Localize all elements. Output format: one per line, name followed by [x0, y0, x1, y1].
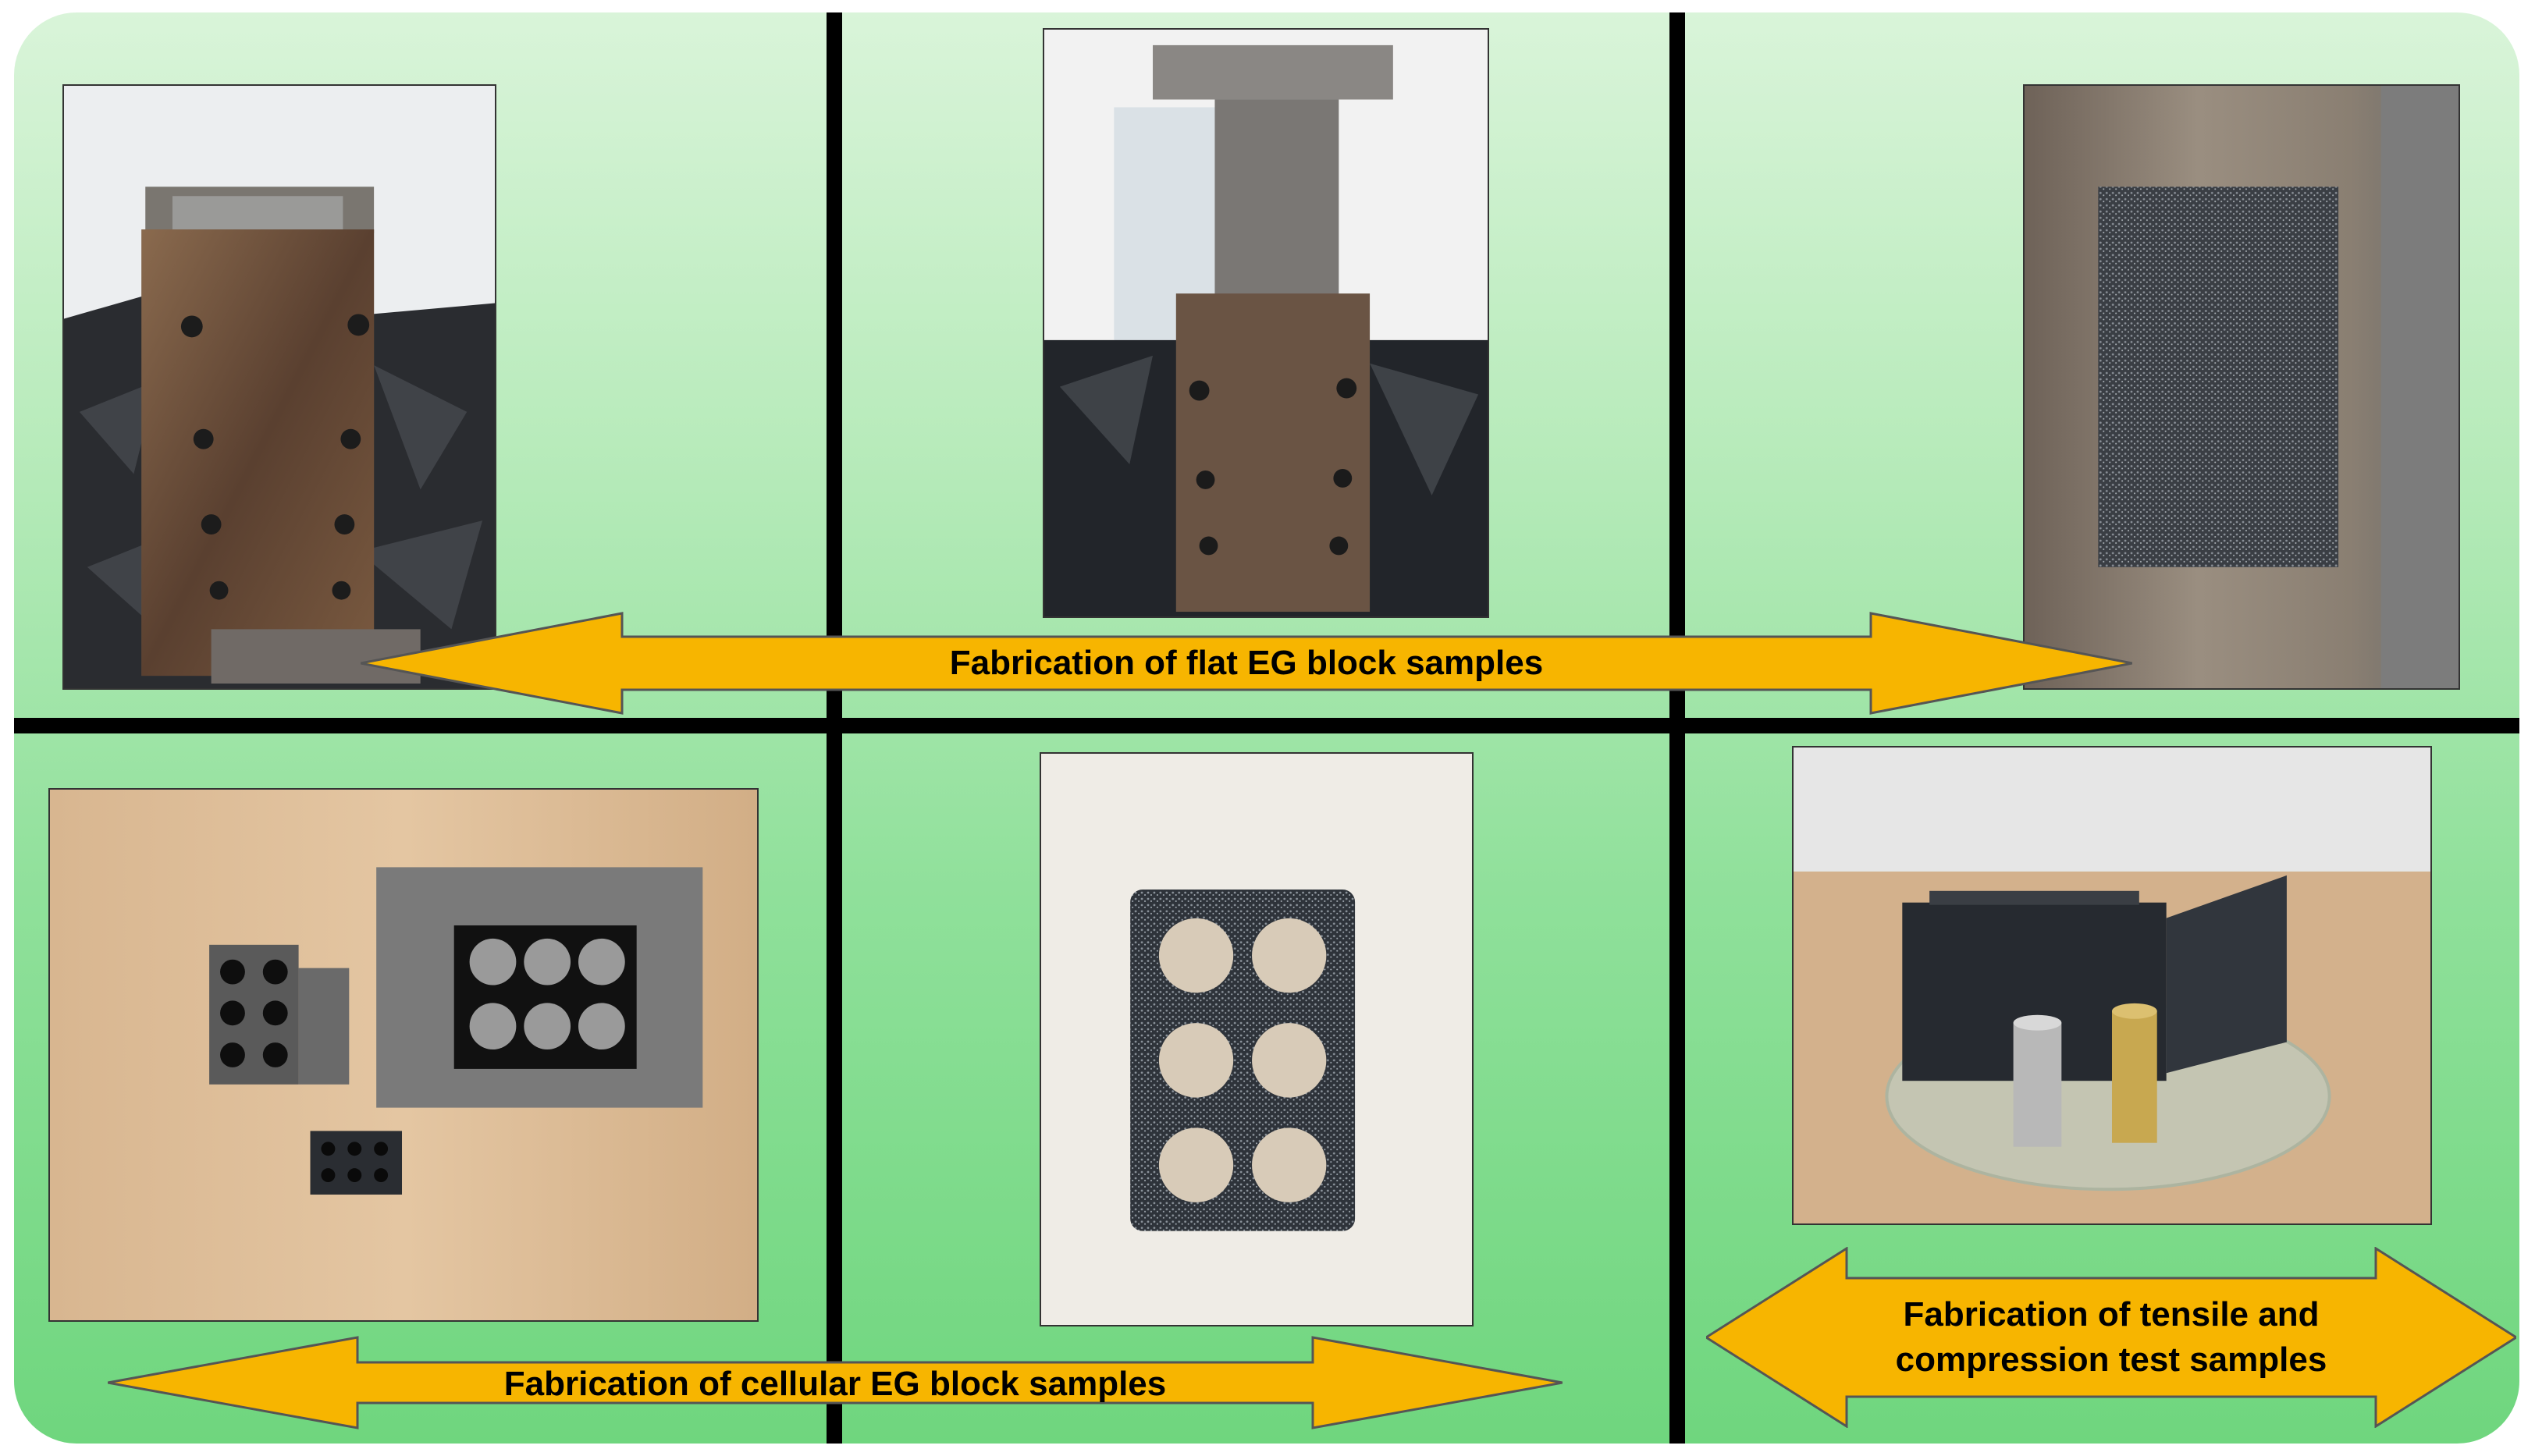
photo-mold-with-graphite: [62, 84, 496, 690]
photo-tensile-compression-samples: [1792, 746, 2432, 1225]
double-arrow-tensile: [1706, 1247, 2516, 1428]
label-cellular: Fabrication of cellular EG block samples: [503, 1364, 1167, 1403]
label-flat: Fabrication of flat EG block samples: [949, 643, 1544, 682]
photo-flat-eg-block: [2023, 84, 2460, 690]
label-tensile: Fabrication of tensile and compression t…: [1895, 1294, 2327, 1379]
photo-cellular-eg-block: [1040, 752, 1474, 1326]
photo-mold-with-plunger: [1043, 28, 1489, 618]
double-arrow-cellular: [108, 1336, 1563, 1429]
divider-horizontal: [14, 718, 2519, 733]
photo-cellular-mold-and-samples: [48, 788, 759, 1322]
double-arrow-flat: [361, 612, 2132, 715]
